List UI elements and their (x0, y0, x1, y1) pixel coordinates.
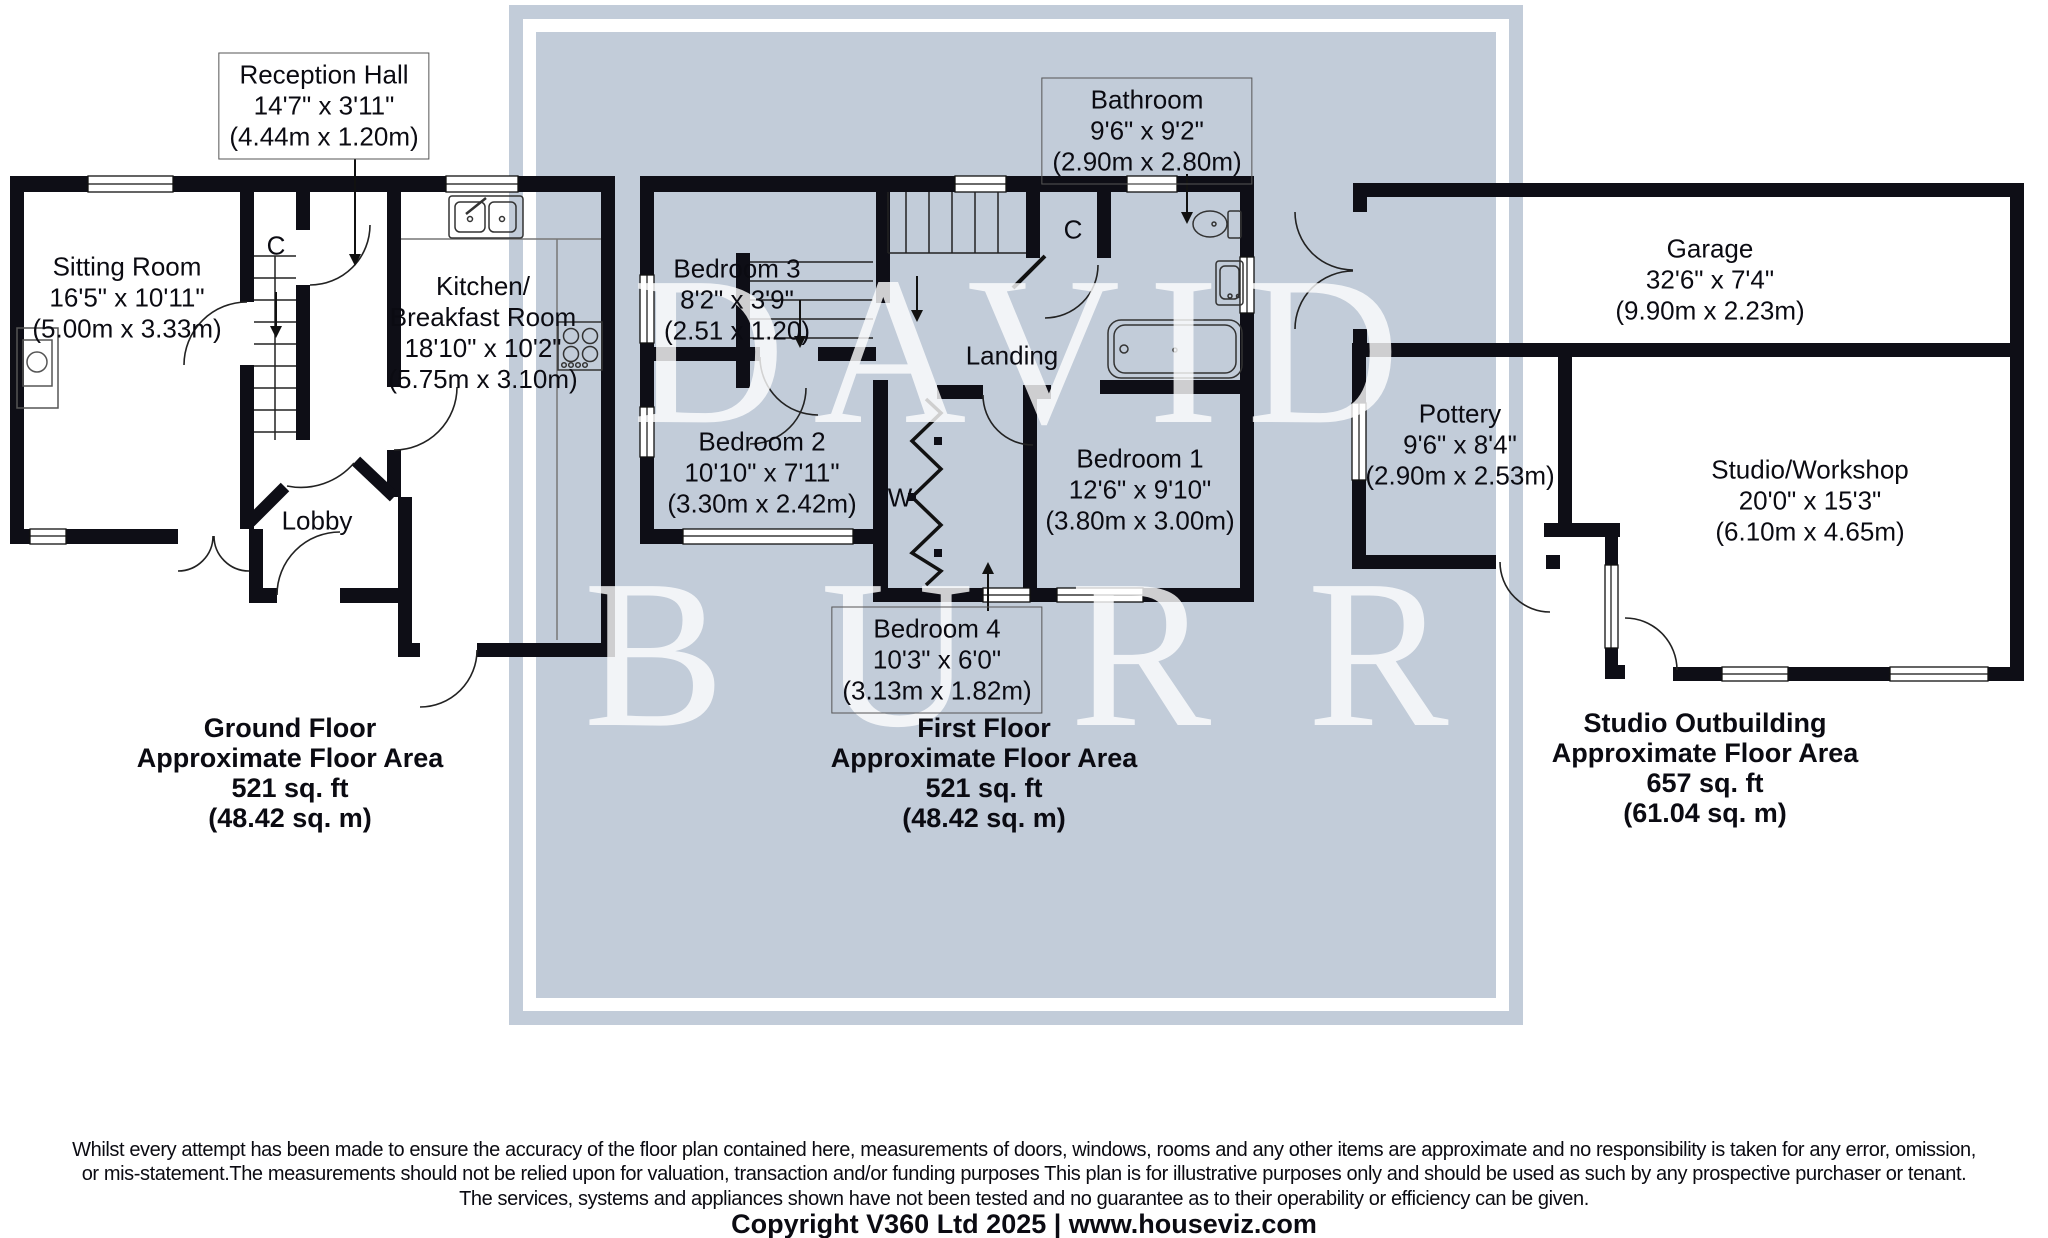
room-size-metric: (3.30m x 2.42m) (667, 488, 857, 519)
room-size-imperial: 32'6" x 7'4" (1645, 264, 1775, 295)
door-arc (177, 224, 478, 708)
floor-title-ground: Ground Floor Approximate Floor Area 521 … (137, 713, 444, 833)
disclaimer-line-2: or mis-statement.The measurements should… (81, 1163, 1967, 1185)
room-name: Reception Hall (239, 59, 409, 90)
floor-area-m: (48.42 sq. m) (208, 803, 372, 833)
room-size-imperial: 16'5" x 10'11" (49, 282, 205, 313)
room-size-imperial: 9'6" x 8'4" (1403, 429, 1517, 460)
label-box-bathroom: Bathroom 9'6" x 9'2" (2.90m x 2.80m) (1041, 77, 1253, 185)
room-size-imperial: 14'7" x 3'11" (253, 90, 395, 121)
room-label-bedroom1: Bedroom 1 12'6" x 9'10" (3.80m x 3.00m) (1045, 444, 1234, 537)
room-size-metric: (2.90m x 2.80m) (1052, 146, 1242, 177)
room-size-metric: (3.80m x 3.00m) (1045, 505, 1235, 536)
room-size-metric: (3.13m x 1.82m) (842, 675, 1032, 706)
floor-area-m: (48.42 sq. m) (902, 803, 1066, 833)
room-label-studio-workshop: Studio/Workshop 20'0" x 15'3" (6.10m x 4… (1711, 455, 1909, 548)
copyright-line: Copyright V360 Ltd 2025 | www.houseviz.c… (731, 1209, 1317, 1238)
room-label-wardrobe: W (888, 483, 913, 514)
room-name: Breakfast Room (389, 302, 577, 332)
floor-area-ft: 521 sq. ft (925, 773, 1043, 803)
room-name: Garage (1666, 233, 1754, 264)
room-name: Landing (965, 340, 1059, 371)
room-label-garage: Garage 32'6" x 7'4" (9.90m x 2.23m) (1615, 234, 1804, 327)
door-arc (1294, 211, 1678, 671)
room-name: C (266, 230, 286, 261)
floor-name: First Floor (917, 713, 1051, 743)
floor-area-ft: 521 sq. ft (231, 773, 349, 803)
stairs-icon (750, 192, 1026, 339)
room-name: Lobby (281, 505, 353, 536)
room-label-bedroom3: Bedroom 3 8'2" x 3'9" (2.51 x 1.20) (664, 254, 810, 347)
disclaimer-line-3: The services, systems and appliances sho… (459, 1188, 1589, 1210)
room-name: W (887, 482, 913, 513)
wardrobe-door-icon (908, 397, 944, 587)
room-label-cupboard-gf: C (267, 231, 286, 262)
room-name: C (1063, 214, 1083, 245)
label-box-bedroom4: Bedroom 4 10'3" x 6'0" (3.13m x 1.82m) (831, 606, 1043, 714)
room-label-landing: Landing (966, 341, 1059, 372)
room-size-imperial: 12'6" x 9'10" (1068, 474, 1212, 505)
floor-area-label: Approximate Floor Area (136, 743, 444, 773)
floor-area-ft: 657 sq. ft (1646, 768, 1764, 798)
room-label-lobby: Lobby (282, 506, 353, 537)
room-size-metric: (4.44m x 1.20m) (229, 121, 419, 152)
window (29, 175, 519, 545)
room-size-imperial: 10'3" x 6'0" (872, 644, 1002, 675)
room-label-pottery: Pottery 9'6" x 8'4" (2.90m x 2.53m) (1365, 399, 1554, 492)
ground-floor-plan (10, 152, 615, 708)
room-name: Sitting Room (52, 251, 202, 282)
room-size-imperial: 10'10" x 7'11" (684, 457, 840, 488)
room-name: Studio/Workshop (1711, 454, 1909, 485)
room-name: Bedroom 3 (673, 253, 801, 284)
disclaimer-line-1: Whilst every attempt has been made to en… (72, 1139, 1976, 1161)
room-size-imperial: 8'2" x 3'9" (680, 284, 794, 315)
watermark-word-burr: BURR (583, 536, 1545, 771)
room-size-metric: (2.90m x 2.53m) (1365, 460, 1555, 491)
floor-title-outbuilding: Studio Outbuilding Approximate Floor Are… (1552, 708, 1859, 828)
floor-area-label: Approximate Floor Area (1551, 738, 1859, 768)
floor-area-label: Approximate Floor Area (830, 743, 1138, 773)
room-label-cupboard-ff: C (1064, 215, 1083, 246)
window (1351, 402, 1989, 682)
floor-title-first: First Floor Approximate Floor Area 521 s… (831, 713, 1138, 833)
room-size-metric: (5.00m x 3.33m) (32, 313, 222, 344)
floor-name: Studio Outbuilding (1583, 708, 1827, 738)
hob-icon (557, 321, 603, 371)
room-size-metric: (5.75m x 3.10m) (388, 364, 578, 394)
room-label-sitting-room: Sitting Room 16'5" x 10'11" (5.00m x 3.3… (32, 252, 221, 345)
room-label-kitchen: Kitchen/ Breakfast Room 18'10" x 10'2" (… (388, 271, 577, 395)
basin-icon (1215, 260, 1244, 306)
watermark-word-david: DAVID (632, 233, 1428, 468)
room-name: Kitchen/ (436, 271, 530, 301)
bath-icon (1107, 319, 1243, 379)
room-size-imperial: 18'10" x 10'2" (404, 333, 562, 363)
room-label-bedroom2: Bedroom 2 10'10" x 7'11" (3.30m x 2.42m) (667, 427, 856, 520)
outbuilding-plan (1294, 183, 2024, 682)
door-arc (749, 264, 1099, 446)
sink-icon (448, 195, 524, 239)
watermark-inner-frame (523, 19, 1509, 1011)
room-name: Bathroom (1090, 84, 1204, 115)
room-name: Pottery (1418, 398, 1502, 429)
room-size-imperial: 9'6" x 9'2" (1090, 115, 1204, 146)
stairs-icon (254, 255, 296, 440)
fireplace-icon (16, 327, 59, 409)
toilet-icon (1192, 210, 1242, 239)
room-size-metric: (6.10m x 4.65m) (1715, 516, 1905, 547)
room-name: Bedroom 1 (1076, 443, 1204, 474)
room-size-metric: (2.51 x 1.20) (664, 315, 810, 346)
floor-name: Ground Floor (203, 713, 377, 743)
label-box-reception-hall: Reception Hall 14'7" x 3'11" (4.44m x 1.… (218, 52, 430, 160)
room-size-metric: (9.90m x 2.23m) (1615, 295, 1805, 326)
room-size-imperial: 20'0" x 15'3" (1738, 485, 1882, 516)
first-floor-plan (639, 174, 1255, 611)
room-name: Bedroom 2 (698, 426, 826, 457)
floor-area-m: (61.04 sq. m) (1623, 798, 1787, 828)
room-name: Bedroom 4 (873, 613, 1001, 644)
